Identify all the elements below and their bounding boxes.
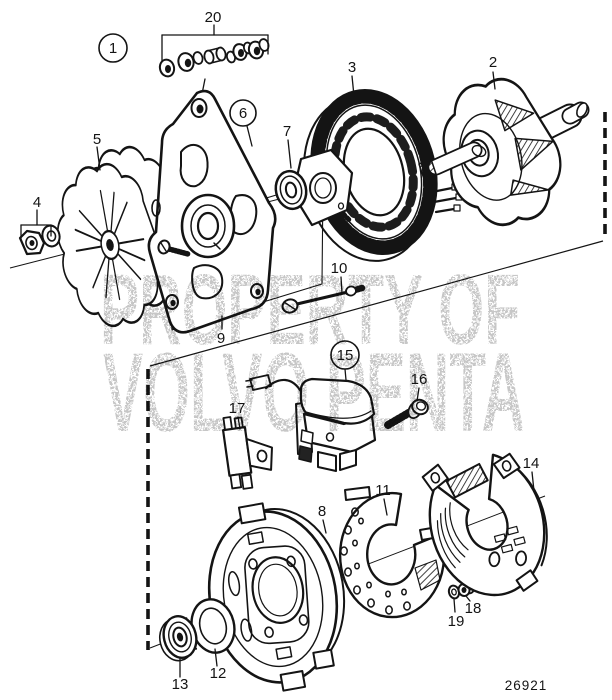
callout-4: 4 xyxy=(33,194,41,211)
callout-20: 20 xyxy=(205,9,222,26)
part-7-bearing xyxy=(274,169,308,211)
callout-13: 13 xyxy=(172,676,189,693)
callout-3: 3 xyxy=(348,59,356,76)
callout-circle-1 xyxy=(98,33,128,63)
figure-number: 26921 xyxy=(505,678,548,693)
rotor-nose xyxy=(533,101,590,141)
part-4-nut-washer xyxy=(18,224,61,256)
callout-circles xyxy=(98,33,360,370)
part-10-bolt xyxy=(281,284,366,314)
callout-6: 6 xyxy=(239,105,247,122)
callout-15: 15 xyxy=(337,347,354,364)
part-8-rear-housing xyxy=(207,502,346,692)
callout-9: 9 xyxy=(217,330,225,347)
callout-2: 2 xyxy=(489,54,497,71)
callout-11: 11 xyxy=(375,482,391,499)
callout-18: 18 xyxy=(465,600,482,617)
callout-10: 10 xyxy=(331,260,348,277)
callout-circle-6 xyxy=(229,99,257,127)
part-4-bracket xyxy=(20,209,52,241)
part-13-bearing xyxy=(159,615,198,662)
diagonal-connector-line xyxy=(149,240,604,367)
callout-16: 16 xyxy=(411,371,428,388)
callout-8: 8 xyxy=(318,503,326,520)
part-2-rotor xyxy=(418,77,590,227)
slip-ring-end-plate xyxy=(291,148,354,227)
part-3-stator xyxy=(302,88,438,262)
part-14-cover xyxy=(421,452,548,597)
watermark-line-2: VOLVO PENTA xyxy=(103,330,525,455)
part-17-brush-holder xyxy=(221,416,273,490)
part-9-screw xyxy=(157,239,191,257)
watermark: PROPERTY OF VOLVO PENTA xyxy=(100,254,525,455)
part-6-bracket xyxy=(147,89,277,334)
callout-19: 19 xyxy=(448,613,465,630)
callout-17: 17 xyxy=(229,400,246,417)
callout-1: 1 xyxy=(109,40,117,57)
part-12-retainer-ring xyxy=(184,598,236,654)
watermark-line-1: PROPERTY OF xyxy=(100,254,520,366)
callout-5: 5 xyxy=(93,131,101,148)
part-20-bushing-kit xyxy=(158,38,270,78)
part-16-bolt xyxy=(384,398,429,429)
rotor-shaft xyxy=(418,141,487,180)
part-15-regulator xyxy=(245,374,377,472)
callout-14: 14 xyxy=(523,455,540,472)
callout-7: 7 xyxy=(283,123,291,140)
callout-12: 12 xyxy=(210,665,227,682)
callout-circle-15 xyxy=(330,340,360,370)
leader-lines xyxy=(96,71,535,678)
